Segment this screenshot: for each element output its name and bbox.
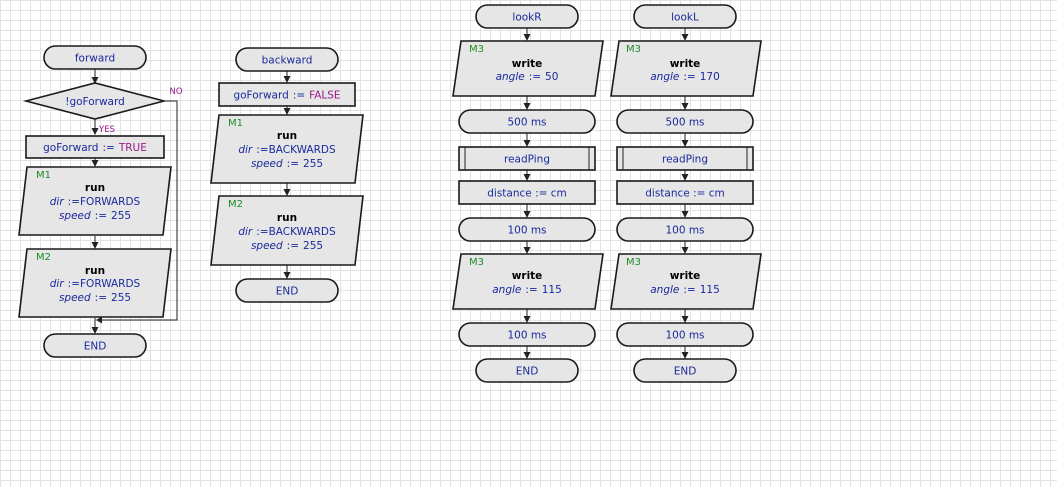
param-speed: speed:=255 <box>59 210 131 222</box>
lookl-write-angle-115-block[interactable] <box>610 253 762 310</box>
component-label-m3: M3 <box>469 257 484 268</box>
lookr-distance-calc[interactable] <box>458 180 596 205</box>
lookl-delay-100[interactable] <box>616 217 754 242</box>
end-label: END <box>84 341 107 353</box>
param-speed: speed:=255 <box>251 240 323 252</box>
param-angle: angle:=50 <box>496 71 559 83</box>
go-forward-true-assign[interactable] <box>25 135 165 159</box>
lookr-end-terminal[interactable] <box>475 358 579 383</box>
delay-label: 100 ms <box>507 330 546 342</box>
method-label: write <box>512 58 543 70</box>
method-label: run <box>277 212 297 224</box>
param-speed: speed:=255 <box>251 158 323 170</box>
method-label: write <box>670 270 701 282</box>
component-label-m2: M2 <box>228 199 243 210</box>
component-label-m3: M3 <box>469 44 484 55</box>
lookl-end-terminal[interactable] <box>633 358 737 383</box>
method-label: run <box>85 265 105 277</box>
no-label: NO <box>169 87 182 97</box>
assign-text: goForward:=TRUE <box>43 142 147 154</box>
assign-text: goForward:=FALSE <box>233 90 340 102</box>
component-label-m2: M2 <box>36 252 51 263</box>
delay-label: 500 ms <box>665 117 704 129</box>
backward-start-terminal[interactable] <box>235 47 339 72</box>
component-label-m3: M3 <box>626 44 641 55</box>
decision-label: !goForward <box>65 96 125 108</box>
param-dir: dir:=BACKWARDS <box>238 226 336 238</box>
component-label-m1: M1 <box>36 170 51 181</box>
forward-end-terminal[interactable] <box>43 333 147 358</box>
lookr-delay-100-final[interactable] <box>458 322 596 347</box>
no-branch-connector <box>97 100 178 321</box>
lookl-distance-calc[interactable] <box>616 180 754 205</box>
lookr-write-angle-115-block[interactable] <box>452 253 604 310</box>
param-angle: angle:=115 <box>492 284 562 296</box>
param-dir: dir:=FORWARDS <box>50 196 141 208</box>
forward-m1-run-block[interactable] <box>18 166 172 236</box>
lookr-readping-call[interactable] <box>458 146 596 171</box>
end-label: END <box>516 366 539 378</box>
method-label: run <box>277 130 297 142</box>
param-speed: speed:=255 <box>59 292 131 304</box>
forward-start-terminal[interactable] <box>43 45 147 70</box>
lookl-readping-call[interactable] <box>616 146 754 171</box>
backward-m1-run-block[interactable] <box>210 114 364 184</box>
lookr-start-label: lookR <box>512 12 541 24</box>
end-label: END <box>674 366 697 378</box>
delay-label: 100 ms <box>665 330 704 342</box>
lookl-write-angle-block[interactable] <box>610 40 762 97</box>
lookr-delay-500[interactable] <box>458 109 596 134</box>
go-forward-decision[interactable] <box>22 82 168 120</box>
call-label: readPing <box>504 154 550 166</box>
calc-label: distance := cm <box>487 188 567 200</box>
backward-start-label: backward <box>262 55 313 67</box>
lookl-start-label: lookL <box>671 12 699 24</box>
delay-label: 100 ms <box>665 225 704 237</box>
forward-start-label: forward <box>75 53 115 65</box>
forward-flowchart: forward !goForward YES NO goForward:=TRU… <box>18 45 183 358</box>
delay-label: 100 ms <box>507 225 546 237</box>
lookr-start-terminal[interactable] <box>475 4 579 29</box>
lookl-delay-500[interactable] <box>616 109 754 134</box>
component-label-m1: M1 <box>228 118 243 129</box>
param-angle: angle:=170 <box>650 71 720 83</box>
lookl-flowchart: lookL M3 write angle:=170 500 ms readPin… <box>610 4 762 383</box>
backward-m2-run-block[interactable] <box>210 195 364 266</box>
method-label: run <box>85 182 105 194</box>
call-label: readPing <box>662 154 708 166</box>
param-dir: dir:=FORWARDS <box>50 278 141 290</box>
method-label: write <box>670 58 701 70</box>
go-forward-false-assign[interactable] <box>218 82 356 107</box>
lookr-write-angle-block[interactable] <box>452 40 604 97</box>
arrow-head <box>96 316 102 324</box>
end-label: END <box>276 286 299 298</box>
lookr-delay-100[interactable] <box>458 217 596 242</box>
lookl-delay-100-final[interactable] <box>616 322 754 347</box>
calc-label: distance := cm <box>645 188 725 200</box>
component-label-m3: M3 <box>626 257 641 268</box>
delay-label: 500 ms <box>507 117 546 129</box>
backward-end-terminal[interactable] <box>235 278 339 303</box>
yes-label: YES <box>98 125 115 135</box>
backward-flowchart: backward goForward:=FALSE M1 run dir:=BA… <box>210 47 364 303</box>
lookl-start-terminal[interactable] <box>633 4 737 29</box>
lookr-flowchart: lookR M3 write angle:=50 500 ms readPing… <box>452 4 604 383</box>
forward-m2-run-block[interactable] <box>18 248 172 318</box>
param-angle: angle:=115 <box>650 284 720 296</box>
method-label: write <box>512 270 543 282</box>
param-dir: dir:=BACKWARDS <box>238 144 336 156</box>
